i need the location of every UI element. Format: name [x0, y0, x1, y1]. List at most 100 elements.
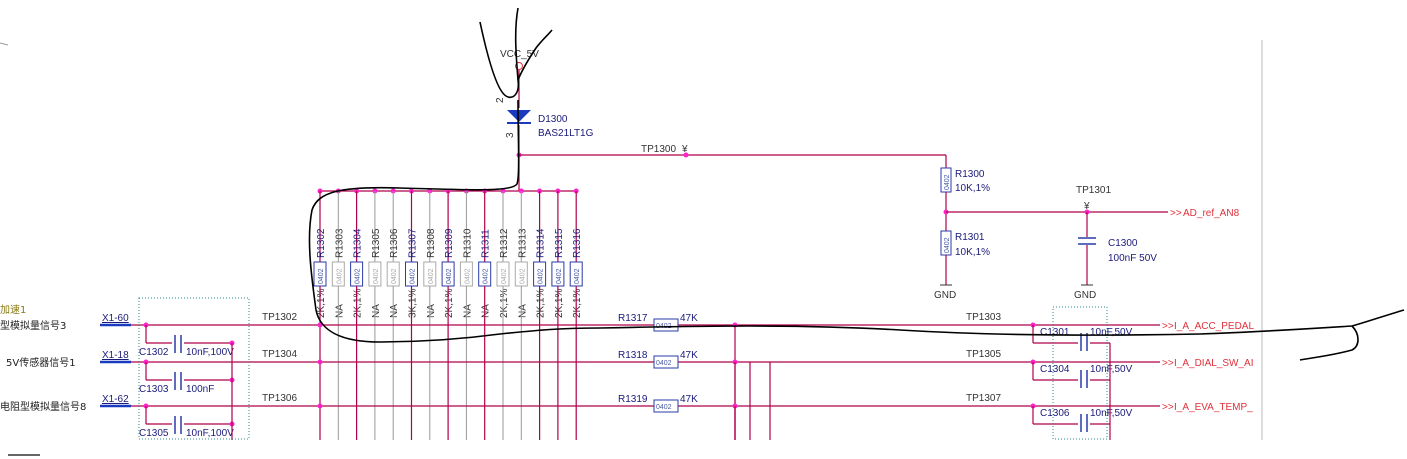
- series-res-pkg: 0402: [656, 360, 672, 367]
- net-arrow-icon: >>: [1162, 358, 1174, 369]
- cap2-ref: C1306: [1040, 408, 1070, 419]
- bank-resistor-pkg: 0402: [373, 268, 380, 284]
- junction: [317, 359, 323, 365]
- component-group-box: [138, 297, 250, 440]
- cap2-val: 10nF,50V: [1090, 408, 1133, 419]
- tp-left-label: TP1306: [262, 393, 297, 404]
- cap-ref: C1305: [139, 428, 169, 439]
- connector-label: X1-62: [102, 394, 129, 405]
- connector-label: X1-18: [102, 350, 129, 361]
- bank-resistor-ref: R1303: [334, 228, 345, 258]
- net-arrow-icon: >>: [1162, 402, 1174, 413]
- bank-resistor-ref: R1306: [389, 228, 400, 258]
- series-res-val: 47K: [680, 394, 698, 405]
- diode-pin2: 2: [495, 97, 506, 103]
- connector-label: X1-60: [102, 313, 129, 324]
- junction: [317, 403, 323, 409]
- bank-resistor-pkg: 0402: [501, 268, 508, 284]
- vcc-label: VCC_5V: [500, 49, 539, 60]
- bank-resistor-pkg: 0402: [556, 268, 563, 284]
- series-res-ref: R1318: [618, 350, 648, 361]
- cap2-val: 10nF,50V: [1090, 327, 1133, 338]
- cap-ref: C1302: [139, 347, 169, 358]
- r1301-pkg: 0402: [944, 237, 951, 253]
- bank-resistor-ref: R1310: [462, 228, 473, 258]
- r1300-val: 10K,1%: [955, 183, 990, 194]
- tp-arrow-icon: ¥: [681, 144, 688, 155]
- diode-part: BAS21LT1G: [538, 128, 594, 139]
- net-arrow-icon: >>: [1170, 208, 1182, 219]
- annotation-stroke: [308, 99, 1405, 361]
- series-res-val: 47K: [680, 313, 698, 324]
- cap-val: 10nF,100V: [186, 428, 234, 439]
- bank-resistor-ref: R1314: [536, 228, 547, 258]
- bank-resistor-pkg: 0402: [336, 268, 343, 284]
- series-res-pkg: 0402: [656, 404, 672, 411]
- bank-resistor-pkg: 0402: [538, 268, 545, 284]
- net-label: I_A_ACC_PEDAL: [1174, 321, 1254, 332]
- bank-resistor-val: NA: [426, 304, 437, 318]
- c1300-val: 100nF 50V: [1108, 253, 1157, 264]
- r1300-pkg: 0402: [944, 174, 951, 190]
- tp1300-label: TP1300: [641, 144, 676, 155]
- row-signal-label: 型模拟量信号3: [0, 319, 66, 332]
- diode-ref: D1300: [538, 114, 568, 125]
- row-label-cn: 加速1: [0, 304, 26, 316]
- cap2-ref: C1304: [1040, 364, 1070, 375]
- bank-resistor-val: NA: [371, 304, 382, 318]
- bank-resistor-pkg: 0402: [519, 268, 526, 284]
- tp-left-label: TP1304: [262, 349, 297, 360]
- bank-resistor-val: NA: [462, 304, 473, 318]
- bank-resistor-pkg: 0402: [410, 268, 417, 284]
- tp-arrow-icon: ¥: [1083, 201, 1090, 212]
- bank-resistor-val: 2K,1%: [499, 288, 510, 318]
- gnd2-label: GND: [1074, 290, 1096, 301]
- series-res-ref: R1319: [618, 394, 648, 405]
- r1301-ref: R1301: [955, 232, 985, 243]
- bank-resistor-ref: R1315: [554, 228, 565, 258]
- series-res-body: [653, 399, 679, 413]
- bank-resistor-ref: R1305: [371, 228, 382, 258]
- bank-resistor-pkg: 0402: [574, 268, 581, 284]
- bank-resistor-val: NA: [389, 304, 400, 318]
- gnd1-label: GND: [934, 290, 956, 301]
- bank-resistor-val: NA: [481, 304, 492, 318]
- bank-resistor-val: NA: [334, 304, 345, 318]
- bank-resistor-pkg: 0402: [428, 268, 435, 284]
- vcc-port: [515, 62, 523, 70]
- bank-resistor-val: 2K,1%: [444, 288, 455, 318]
- series-res-ref: R1317: [618, 313, 648, 324]
- bank-resistor-ref: R1313: [517, 228, 528, 258]
- cap2-val: 10nF,50V: [1090, 364, 1133, 375]
- bank-resistor-ref: R1302: [316, 228, 327, 258]
- component-group-box: [1052, 306, 1108, 440]
- bank-resistor-val: 2K,1%: [572, 288, 583, 318]
- row-signal-label: 电阻型模拟量信号8: [0, 400, 86, 413]
- net-label: I_A_EVA_TEMP_: [1174, 402, 1253, 413]
- diode-symbol: [507, 110, 531, 122]
- row-signal-label: 5V传感器信号1: [6, 356, 76, 369]
- tp-right-label: TP1303: [966, 312, 1001, 323]
- bank-resistor-val: 2K,1%: [554, 288, 565, 318]
- tp-right-label: TP1305: [966, 349, 1001, 360]
- bank-resistor-pkg: 0402: [483, 268, 490, 284]
- annotation-stroke: [479, 7, 553, 99]
- tp-left-label: TP1302: [262, 312, 297, 323]
- cap-val: 100nF: [186, 384, 214, 395]
- cap-val: 10nF,100V: [186, 347, 234, 358]
- bank-resistor-pkg: 0402: [318, 268, 325, 284]
- bank-resistor-pkg: 0402: [355, 268, 362, 284]
- r1301-val: 10K,1%: [955, 247, 990, 258]
- bank-resistor-ref: R1312: [499, 228, 510, 258]
- tp1301-label: TP1301: [1076, 185, 1111, 196]
- bank-resistor-val: 2K,1%: [353, 288, 364, 318]
- bank-resistor-ref: R1304: [353, 228, 364, 258]
- bank-resistor-ref: R1311: [481, 229, 492, 258]
- sheet-edge-mark: [0, 42, 9, 46]
- bank-resistor-ref: R1307: [408, 228, 419, 258]
- r1300-ref: R1300: [955, 169, 985, 180]
- c1300-ref: C1300: [1108, 238, 1138, 249]
